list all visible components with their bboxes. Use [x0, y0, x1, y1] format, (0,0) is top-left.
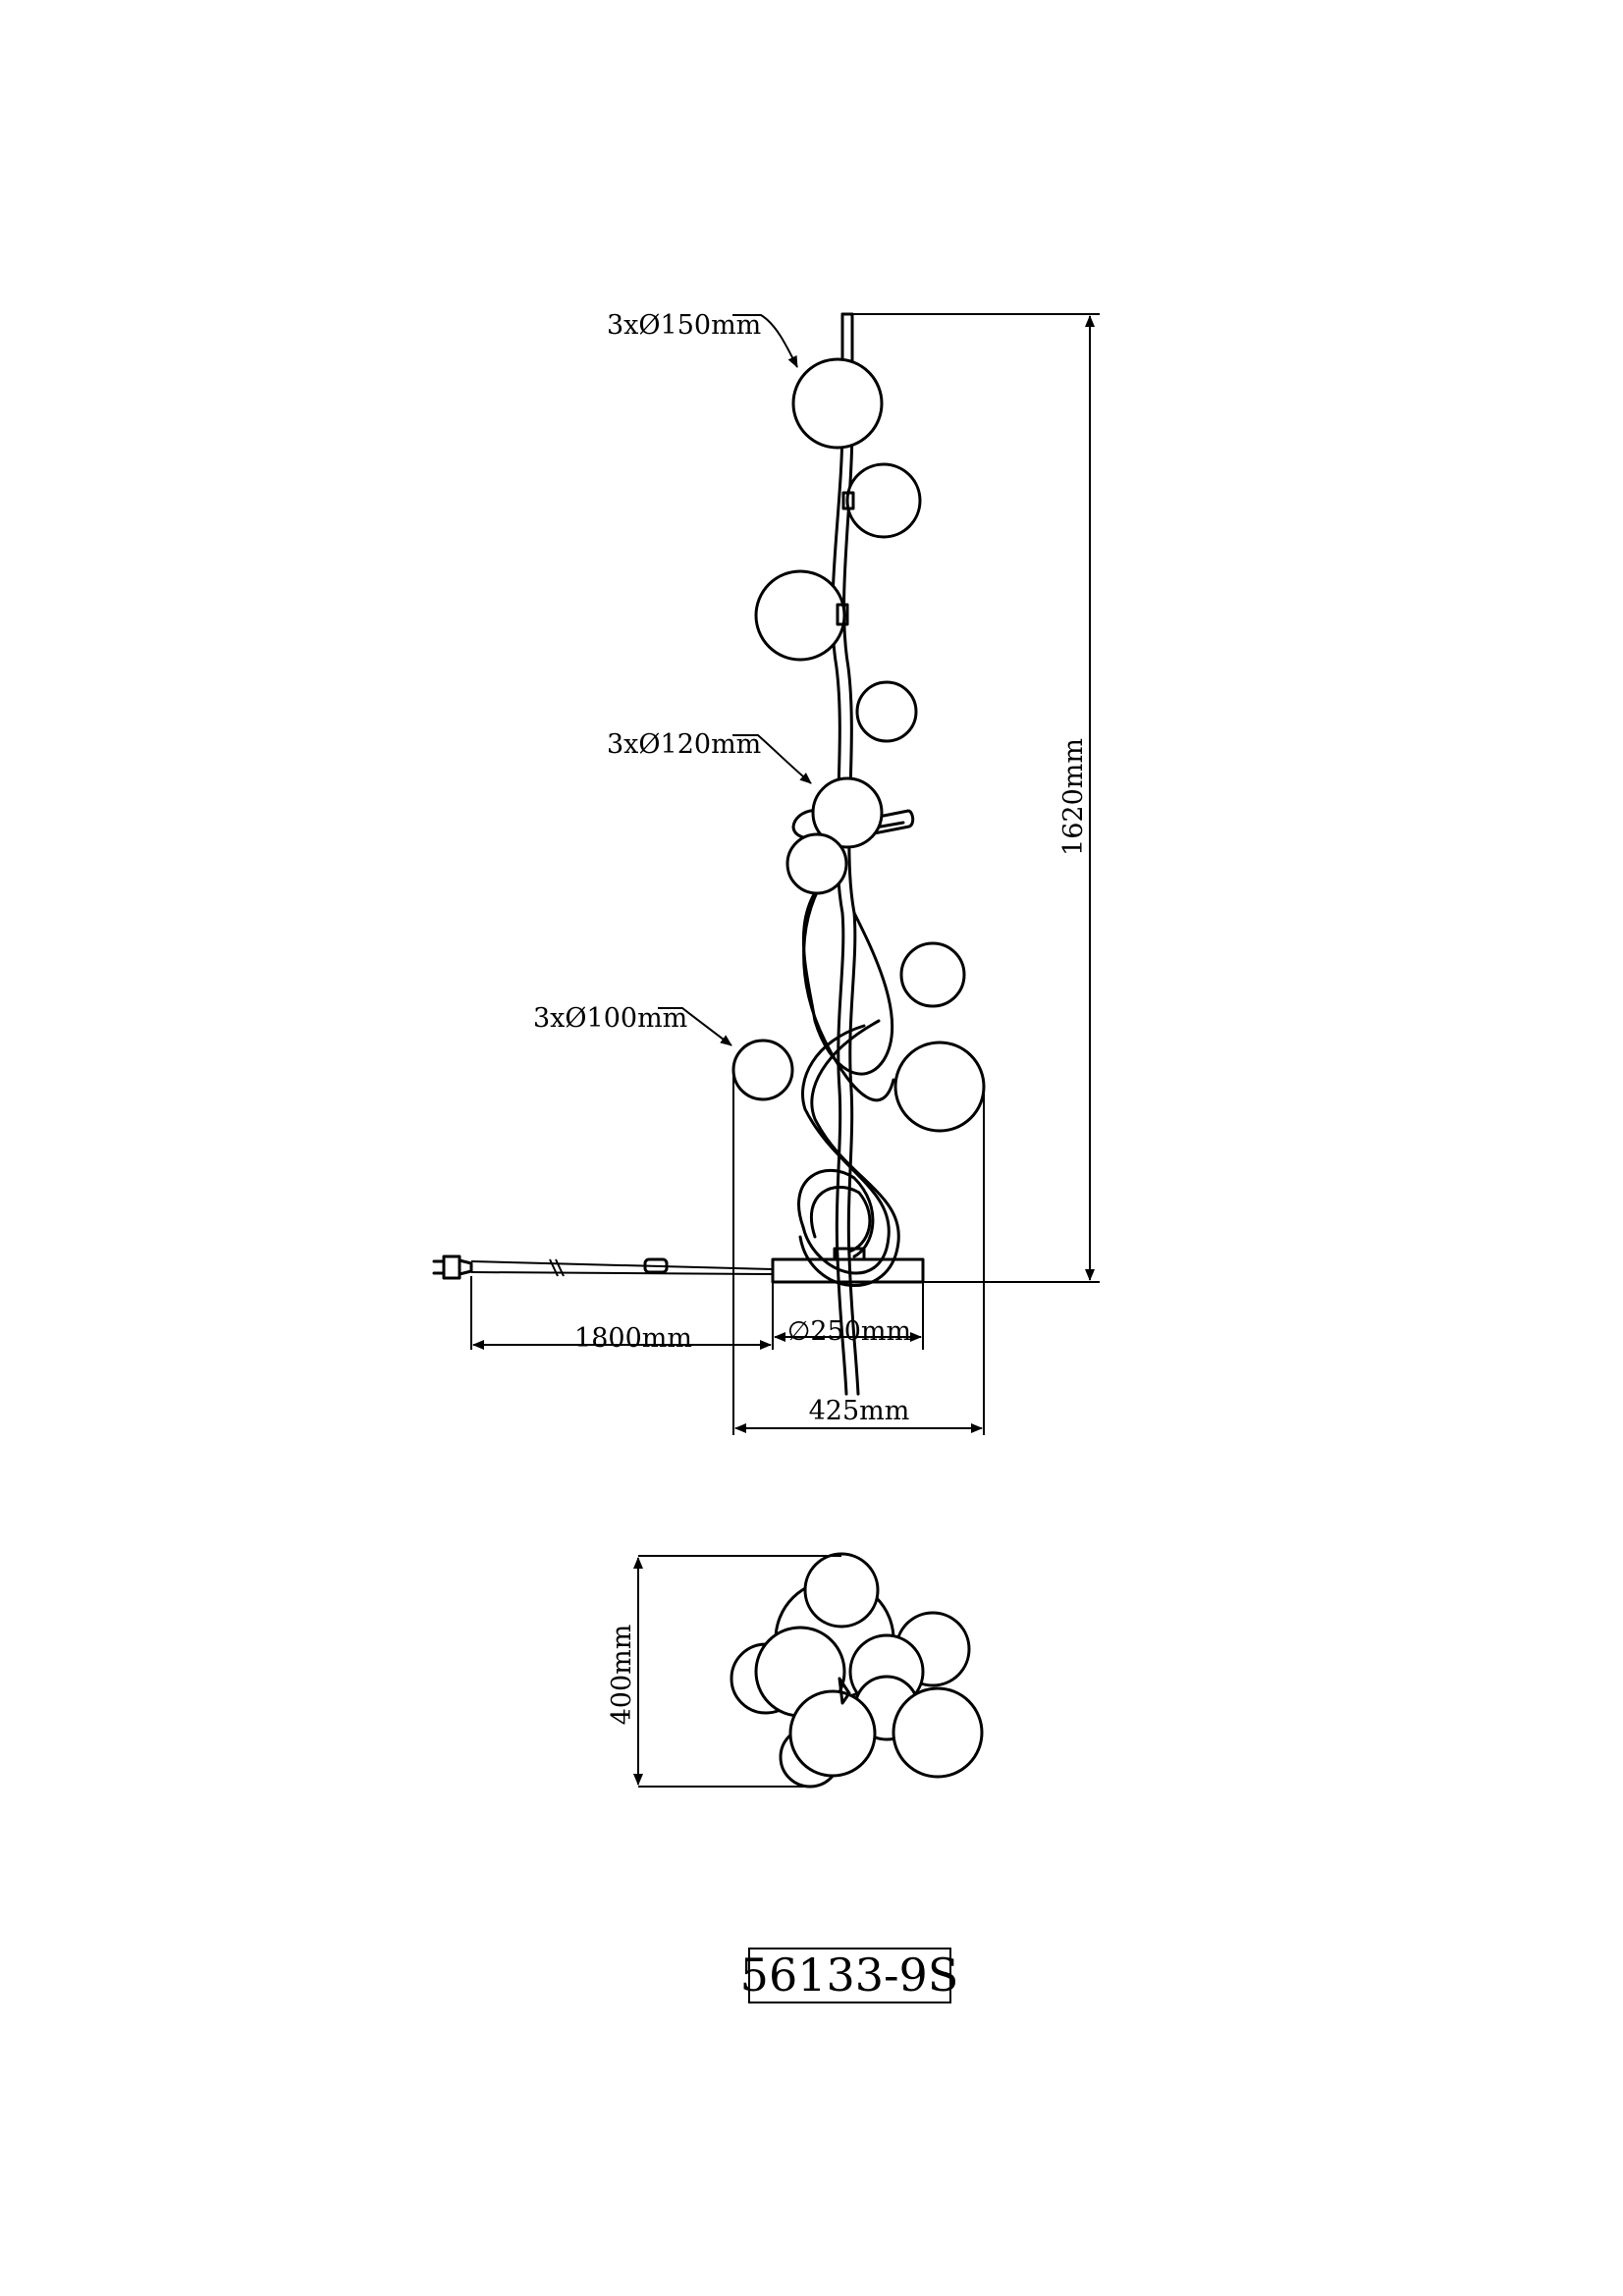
cord-break-mark	[549, 1258, 565, 1277]
stem-arm-stub	[862, 809, 915, 836]
globe-150-upper-left	[754, 569, 846, 662]
lamp-top-view: 400mm	[607, 1552, 984, 1789]
globe-120-upper-right	[845, 462, 922, 539]
top-globe	[788, 1689, 877, 1778]
dimension-lines: 1620mm 1800mm ∅250mm 425mm 3xØ150mm 3xØ1…	[470, 310, 1100, 1435]
globe-100-label: 3xØ100mm	[533, 1003, 687, 1034]
globe-socket	[841, 491, 855, 510]
helix-strand-b	[802, 862, 895, 1102]
callout-leader-120	[732, 734, 812, 784]
helix-strand-c	[801, 1024, 891, 1275]
globe-150-top	[791, 357, 884, 450]
inline-switch	[643, 1257, 669, 1274]
top-hub-mark	[838, 1677, 851, 1705]
top-globe	[803, 1552, 880, 1629]
cable-length-label: 1800mm	[574, 1323, 692, 1354]
globe-100-mid-right	[855, 680, 918, 743]
helix-strand-f	[809, 1185, 872, 1254]
globe-100-helix-right	[899, 941, 966, 1008]
depth-label: 400mm	[607, 1625, 637, 1726]
base-collar	[833, 1247, 866, 1261]
globe-150-label: 3xØ150mm	[607, 310, 761, 341]
lamp-base	[771, 1257, 925, 1284]
plug-body	[442, 1255, 461, 1280]
model-code: 56133-9S	[740, 1949, 959, 2002]
model-code-box	[748, 1948, 951, 2003]
globe-120-spiral	[811, 776, 884, 849]
globe-100-spiral-lower	[785, 832, 848, 895]
globe-120-label: 3xØ120mm	[607, 729, 761, 760]
width-label: 425mm	[809, 1396, 910, 1426]
height-label: 1620mm	[1058, 738, 1089, 856]
helix-strand-d	[798, 1019, 900, 1288]
power-cord	[470, 1260, 774, 1270]
plug-neck	[458, 1258, 473, 1276]
globe-100-lower-left	[731, 1039, 794, 1101]
helix-strand-a	[802, 862, 894, 1076]
power-cord-line2	[470, 1271, 774, 1275]
globe-socket	[836, 603, 849, 626]
lamp-front-view	[432, 312, 986, 1396]
callout-leader-100	[658, 1007, 732, 1046]
callout-leader-150	[732, 314, 798, 368]
top-globe	[892, 1686, 984, 1779]
helix-strand-e	[797, 1168, 875, 1258]
base-diameter-label: ∅250mm	[787, 1316, 911, 1347]
globe-150-lower-right	[893, 1041, 986, 1133]
